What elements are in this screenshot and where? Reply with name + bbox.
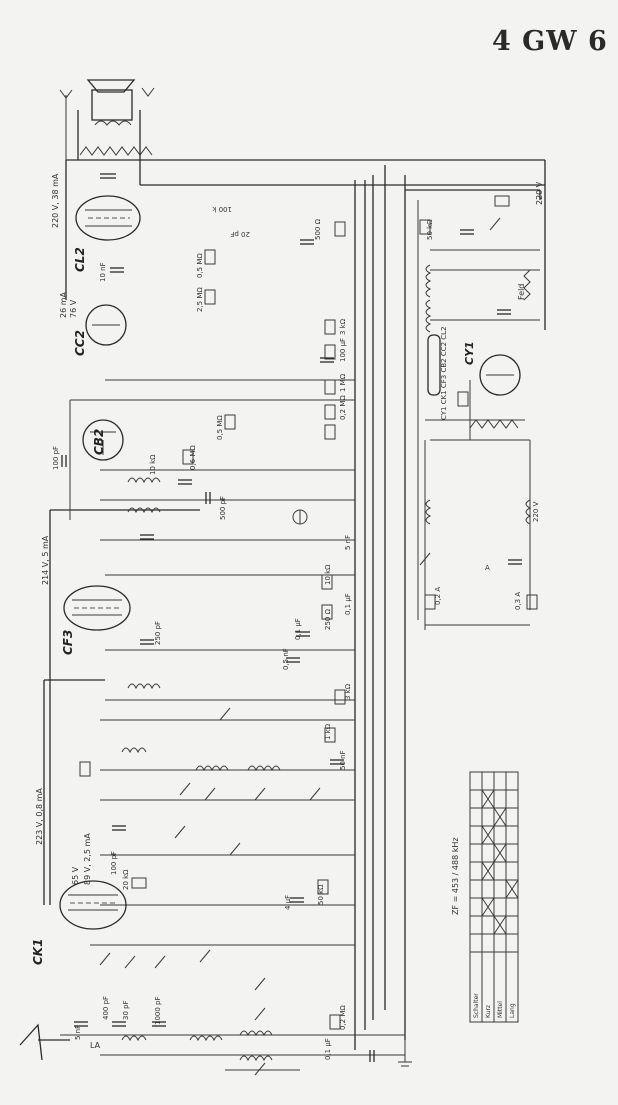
- resistors: [79, 195, 538, 1030]
- antenna-symbol: [19, 1023, 70, 1061]
- switch-table: [469, 771, 519, 1023]
- switch-table-title: ZF = 453 / 488 kHz: [451, 837, 460, 915]
- comp-30: 30 pF: [122, 1000, 130, 1020]
- feld-label: Feld: [517, 284, 526, 300]
- comp-21: 500 pF: [219, 496, 227, 520]
- comp-16: 0,1 µF: [294, 618, 302, 640]
- mains-out-label: 220 V: [532, 501, 540, 522]
- tube-cy1: [479, 354, 521, 396]
- voltage-ck1-c: 89 V, 2,5 mA: [83, 833, 92, 885]
- cb2-label: CB2: [92, 429, 106, 455]
- comp-2: 500 Ω: [314, 218, 322, 240]
- comp-4: 0,5 MΩ: [196, 253, 204, 278]
- capacitors: [61, 173, 522, 1062]
- comp-32: 4 µF: [284, 895, 292, 910]
- voltage-ck1: 223 V, 0,8 mA: [35, 788, 44, 845]
- a-mark: A: [485, 564, 490, 572]
- switch-row-3: Lang: [509, 1003, 516, 1018]
- comp-10: 0,5 MΩ: [216, 415, 224, 440]
- tube-cl2: [75, 195, 141, 241]
- comp-19: 250 Ω: [324, 608, 332, 630]
- comp-17: 0,5 nF: [282, 648, 290, 670]
- comp-20: 0,1 µF: [344, 593, 352, 615]
- comp-25: 50 nF: [339, 750, 347, 770]
- comp-18: 10 kΩ: [324, 564, 332, 585]
- series-filament-tube: [427, 334, 441, 396]
- comp-29: 1000 pF: [154, 996, 162, 1025]
- comp-8: 1 MΩ: [339, 373, 347, 392]
- voltage-cl2: 220 V, 38 mA: [51, 173, 60, 228]
- comp-6: 3 kΩ: [339, 318, 347, 335]
- comp-23: 1 kΩ: [324, 723, 332, 740]
- switches: [99, 217, 501, 1076]
- page-title: 4 GW 6: [492, 26, 608, 57]
- comp-7: 100 µF: [339, 338, 347, 362]
- switch-row-1: Kurz: [485, 1005, 492, 1018]
- comp-26: 5 nF: [74, 1025, 82, 1040]
- comp-9: 0,2 MΩ: [339, 395, 347, 420]
- cf3-label: CF3: [61, 630, 75, 655]
- comp-13: 0,6 MΩ: [189, 445, 197, 470]
- comp-1: 20 pF: [230, 230, 250, 238]
- switch-row-2: Mittel: [497, 1001, 504, 1018]
- cc2-label: CC2: [73, 330, 87, 356]
- la-mark: LA: [90, 1041, 101, 1050]
- tube-cb2: [82, 419, 124, 461]
- voltage-cc2-a: 26 mA: [59, 291, 68, 318]
- voltage-mains: 220 V: [535, 181, 544, 205]
- tube-ck1: [59, 880, 127, 930]
- comp-24: 20 kΩ: [122, 869, 130, 890]
- rectifier-chain-label: CY1 CK1 CF3 CB2 CC2 CL2: [440, 326, 448, 420]
- comp-28: 400 pF: [102, 996, 110, 1020]
- ground-symbol: [398, 1040, 412, 1067]
- speaker-output-transformer: [59, 79, 155, 185]
- comp-5: 2,5 MΩ: [196, 287, 204, 312]
- coils: [121, 264, 532, 1062]
- tube-cf3: [63, 585, 131, 631]
- cy1-label: CY1: [463, 341, 476, 365]
- comp-0: 100 k: [211, 205, 232, 213]
- comp-12: 10 kΩ: [149, 454, 157, 475]
- comp-27: 100 pF: [110, 851, 118, 875]
- comp-33: 50 kΩ: [426, 219, 434, 240]
- fuse-b-label: 0,3 A: [514, 592, 522, 610]
- tube-cc2: [85, 304, 127, 346]
- comp-11: 100 pF: [52, 446, 60, 470]
- voltage-cc2-b: 76 V: [69, 299, 78, 318]
- fuse-a-label: 0,2 A: [434, 587, 442, 605]
- switch-row-0: Schalter: [473, 993, 480, 1018]
- comp-15: 5 nF: [344, 535, 352, 550]
- voltage-ck1-b: 65 V: [71, 866, 80, 885]
- cl2-label: CL2: [73, 247, 87, 272]
- voltage-cf3: 214 V, 5 mA: [41, 535, 50, 585]
- comp-34: 0,2 MΩ: [339, 1005, 347, 1030]
- comp-14: 250 pF: [154, 621, 162, 645]
- ck1-label: CK1: [31, 939, 45, 965]
- main-rails: [43, 159, 546, 1071]
- comp-35: 0,1 µF: [324, 1038, 332, 1060]
- comp-3: 10 nF: [99, 262, 107, 282]
- comp-22: 3 kΩ: [344, 683, 352, 700]
- comp-31: 50 kΩ: [317, 884, 325, 905]
